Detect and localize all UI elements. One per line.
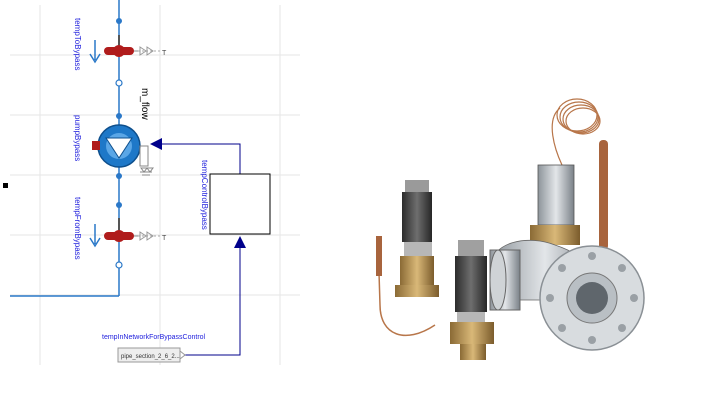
label-temp-in-network: tempInNetworkForBypassControl: [102, 334, 206, 341]
control-input-arrow[interactable]: [234, 236, 246, 248]
label-temp-control-bypass: tempControlBypass: [200, 160, 209, 230]
small-valve-left-icon: [395, 180, 439, 297]
pump-bypass[interactable]: [92, 113, 140, 179]
temp-control-bypass-block[interactable]: [210, 174, 270, 234]
port-dot-top[interactable]: [116, 18, 122, 24]
modelica-diagram: T tempToBypass pumpBypass m_flow T tempF…: [0, 0, 340, 414]
port-circle-lower[interactable]: [116, 262, 122, 268]
thermostatic-valve-photo: [340, 0, 703, 414]
label-temp-to-bypass: tempToBypass: [73, 18, 82, 70]
port-dot-lower[interactable]: [116, 202, 122, 208]
sensor-bulb-left-icon: [376, 236, 382, 276]
temp-sensor-top[interactable]: [104, 35, 160, 57]
small-valve-center-icon: [450, 240, 494, 360]
sensor-out-label-bottom: T: [162, 235, 167, 242]
m-flow-input-arrow[interactable]: [150, 138, 162, 150]
sensor-bulb-right-icon: [599, 140, 608, 250]
sensor-out-label-top: T: [162, 50, 167, 57]
temp-sensor-bottom[interactable]: [104, 218, 160, 242]
capillary-coil-icon: [552, 99, 600, 165]
label-m-flow: m_flow: [139, 88, 150, 120]
pipe-section-label: pipe_section_2_6_2...: [121, 354, 180, 360]
label-temp-from-bypass: tempFromBypass: [73, 197, 82, 260]
port-circle-upper[interactable]: [116, 80, 122, 86]
flange-right-icon: [540, 246, 644, 350]
label-pump-bypass: pumpBypass: [73, 115, 82, 161]
flow-arrow-top-icon: [90, 40, 100, 62]
pipe-output-arrow-icon: [180, 351, 185, 359]
port-dot-pump-top: [116, 113, 122, 119]
ground-symbol: [140, 146, 153, 175]
port-dot-pump-bottom: [116, 173, 122, 179]
